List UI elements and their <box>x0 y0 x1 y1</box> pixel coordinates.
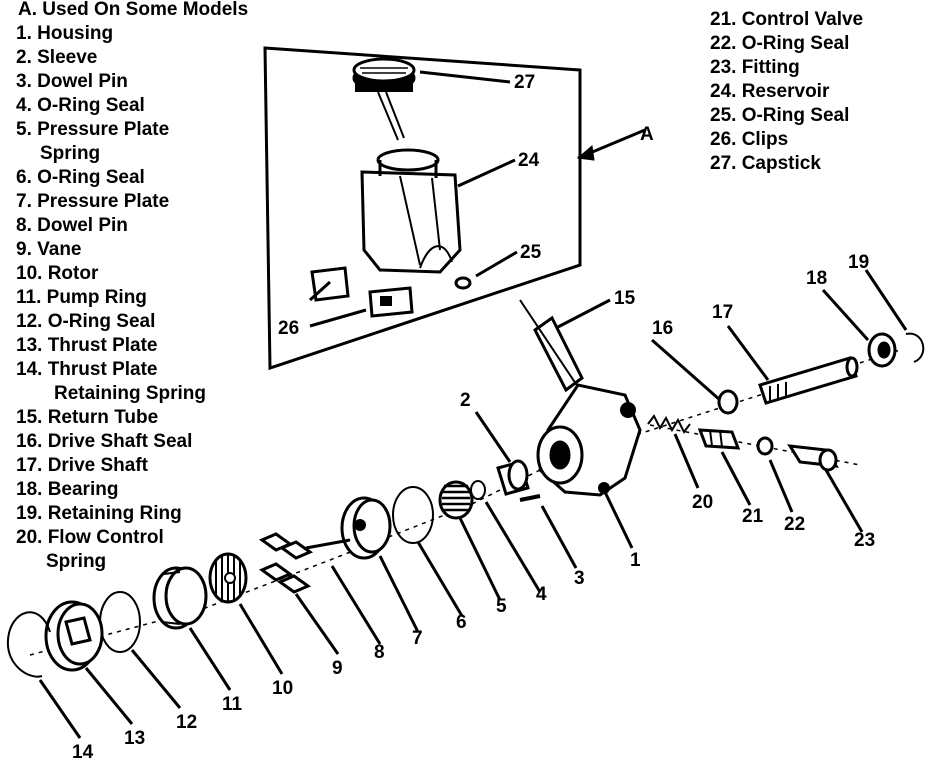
legend-item-14: 14. Thrust Plate <box>16 359 158 380</box>
callout-1: 1 <box>630 550 641 571</box>
sleeve-part <box>496 459 530 496</box>
callout-7: 7 <box>412 628 423 649</box>
legend-item-8: 8. Dowel Pin <box>16 215 128 236</box>
legend-item-13: 13. Thrust Plate <box>16 335 158 356</box>
callout-25: 25 <box>520 242 542 263</box>
reservoir-part <box>360 148 462 274</box>
legend-item-23: 23. Fitting <box>710 57 800 78</box>
callout-5: 5 <box>496 596 507 617</box>
legend-item-27: 27. Capstick <box>710 153 821 174</box>
pump-ring-part <box>152 566 208 630</box>
legend-item-5: 5. Pressure Plate <box>16 119 170 140</box>
legend-item-6: 6. O-Ring Seal <box>16 167 145 188</box>
callout-24: 24 <box>518 150 540 171</box>
legend-item-21: 21. Control Valve <box>710 9 864 30</box>
legend-item-11: 11. Pump Ring <box>16 287 147 308</box>
flow-control-spring-part <box>647 414 691 434</box>
callout-14: 14 <box>72 742 94 763</box>
callout-16: 16 <box>652 318 673 339</box>
legend-item-20: 20. Flow Control <box>16 527 164 548</box>
legend-item-16: 16. Drive Shaft Seal <box>16 431 193 452</box>
legend-item-4: 4. O-Ring Seal <box>16 95 145 116</box>
callout-11: 11 <box>222 694 243 715</box>
callout-18: 18 <box>806 268 827 289</box>
legend-item-9: 9. Vane <box>16 239 82 260</box>
pressure-plate-part <box>340 496 392 560</box>
legend-item-3: 3. Dowel Pin <box>16 71 128 92</box>
legend-item-14-cont: Retaining Spring <box>54 383 206 404</box>
long-dowel-pin-part <box>305 538 351 550</box>
legend-right: 21. Control Valve 22. O-Ring Seal 23. Fi… <box>710 8 863 176</box>
pump-o-ring-part <box>99 591 141 653</box>
callout-23: 23 <box>854 530 875 551</box>
return-tube-part <box>519 299 584 393</box>
callout-3: 3 <box>574 568 585 589</box>
legend-item-10: 10. Rotor <box>16 263 99 284</box>
drive-shaft-seal-part <box>717 389 739 415</box>
callout-8: 8 <box>374 642 385 663</box>
reservoir-o-ring-part <box>454 276 472 290</box>
legend-item-26: 26. Clips <box>710 129 789 150</box>
callout-6: 6 <box>456 612 467 633</box>
callout-10: 10 <box>272 678 293 699</box>
callout-26: 26 <box>278 318 299 339</box>
callout-17: 17 <box>712 302 733 323</box>
callout-21: 21 <box>742 506 764 527</box>
inset-box <box>263 46 582 371</box>
callout-27: 27 <box>514 72 535 93</box>
large-o-ring-part <box>392 486 434 544</box>
clips-part <box>310 266 414 318</box>
legend-item-1: 1. Housing <box>16 23 114 44</box>
callout-22: 22 <box>784 514 805 535</box>
bearing-part <box>867 332 897 368</box>
retaining-spring-part <box>6 611 51 678</box>
drive-shaft-part <box>758 356 859 405</box>
thrust-plate-part <box>44 600 104 672</box>
legend-item-12: 12. O-Ring Seal <box>16 311 156 332</box>
callout-19: 19 <box>848 252 869 273</box>
fitting-o-ring-part <box>756 436 774 456</box>
legend-item-5-cont: Spring <box>40 143 101 164</box>
callout-12: 12 <box>176 712 197 733</box>
legend-item-15: 15. Return Tube <box>16 407 159 428</box>
legend-item-2: 2. Sleeve <box>16 47 98 68</box>
callout-13: 13 <box>124 728 145 749</box>
capstick-part <box>352 57 416 141</box>
control-valve-part <box>697 428 741 450</box>
callout-4: 4 <box>536 584 547 605</box>
retaining-ring-part <box>905 332 925 363</box>
legend-item-24: 24. Reservoir <box>710 81 830 102</box>
legend-item-20-cont: Spring <box>46 551 107 572</box>
legend-item-19: 19. Retaining Ring <box>16 503 182 524</box>
legend-item-7: 7. Pressure Plate <box>16 191 170 212</box>
callout-2: 2 <box>460 390 471 411</box>
rotor-part <box>208 552 248 604</box>
fitting-part <box>787 444 839 472</box>
callout-20: 20 <box>692 492 713 513</box>
vanes-part <box>258 532 314 594</box>
pressure-plate-spring-part <box>438 480 474 520</box>
legend-item-18: 18. Bearing <box>16 479 119 500</box>
legend-item-A: A. Used On Some Models <box>18 0 249 20</box>
callout-A: A <box>640 124 654 145</box>
legend-left: A. Used On Some Models 1. Housing 2. Sle… <box>16 0 248 574</box>
leader-lines <box>38 70 908 739</box>
dowel-pin-part <box>519 494 541 502</box>
callout-15: 15 <box>614 288 636 309</box>
legend-item-17: 17. Drive Shaft <box>16 455 148 476</box>
legend-item-22: 22. O-Ring Seal <box>710 33 850 54</box>
callout-9: 9 <box>332 658 343 679</box>
housing-part <box>536 383 642 497</box>
legend-item-25: 25. O-Ring Seal <box>710 105 850 126</box>
